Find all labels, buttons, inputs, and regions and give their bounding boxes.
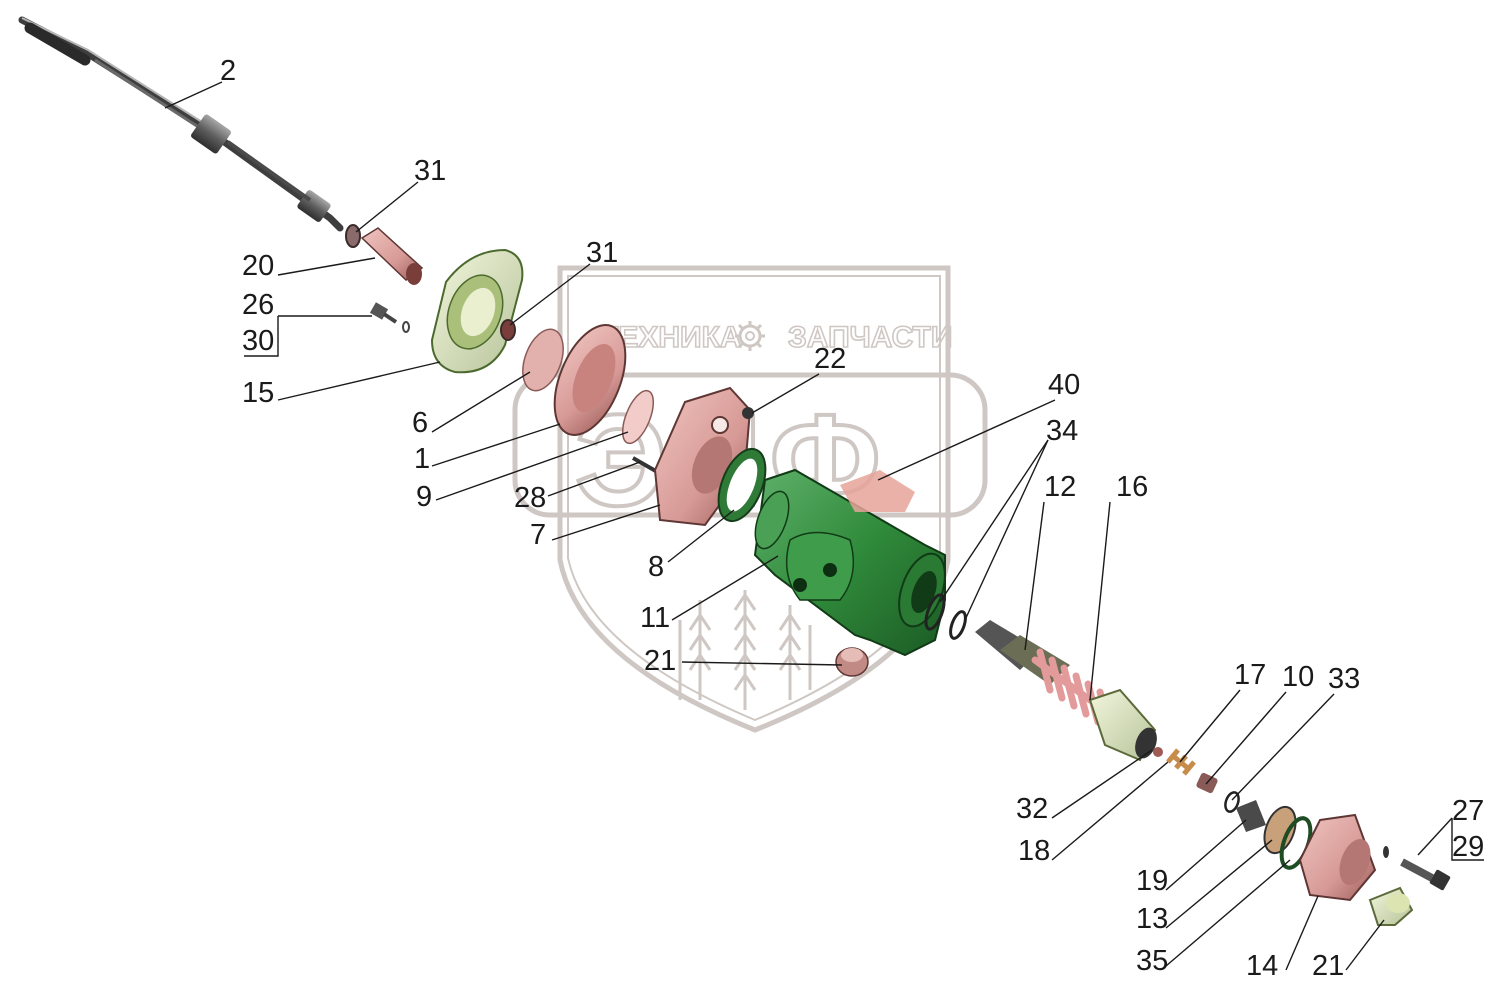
- label-29: 29: [1452, 831, 1484, 863]
- label-26: 26: [242, 289, 274, 321]
- watermark-right-word: ЗАПЧАСТИ: [788, 321, 952, 354]
- part-20-sleeve: [360, 227, 424, 285]
- part-32-ball: [1153, 747, 1163, 757]
- label-34: 34: [1046, 415, 1078, 447]
- label-10: 10: [1282, 661, 1314, 693]
- callout-labels: 2 31 20 26 30 15 31 6 22 1 9 28 7 8 40 3…: [220, 55, 1484, 982]
- label-21b: 21: [1312, 950, 1344, 982]
- part-6-disc: [522, 328, 564, 392]
- label-11: 11: [640, 602, 670, 634]
- label-2: 2: [220, 55, 236, 87]
- watermark-banner: [512, 372, 988, 518]
- part-29-washer: [1383, 846, 1389, 858]
- label-32: 32: [1016, 793, 1048, 825]
- part-21-plug: [835, 647, 869, 677]
- label-13: 13: [1136, 903, 1168, 935]
- label-27: 27: [1452, 795, 1484, 827]
- label-8: 8: [648, 551, 664, 583]
- part-16-spring: [1031, 648, 1157, 762]
- label-31: 31: [414, 155, 446, 187]
- label-40: 40: [1048, 369, 1080, 401]
- part-17-spring: [1166, 748, 1196, 776]
- label-28: 28: [514, 482, 546, 514]
- part-34-ring-2: [949, 610, 967, 640]
- part-27-bolt: [1400, 858, 1451, 891]
- label-7: 7: [530, 519, 546, 551]
- part-21-cap: [1368, 886, 1414, 926]
- label-9: 9: [416, 481, 432, 513]
- label-15: 15: [242, 377, 274, 409]
- part-19-nut: [1236, 800, 1266, 832]
- watermark-gear-icon: [735, 321, 765, 351]
- part-2-rod: [18, 16, 344, 232]
- part-9-disc: [621, 389, 655, 445]
- label-33: 33: [1328, 663, 1360, 695]
- leader-lines: [164, 81, 1484, 971]
- part-14-cover: [1298, 813, 1377, 902]
- label-6: 6: [412, 407, 428, 439]
- label-21: 21: [644, 645, 676, 677]
- part-33-ring: [1224, 791, 1240, 813]
- label-16: 16: [1116, 471, 1148, 503]
- label-22: 22: [814, 343, 846, 375]
- label-18: 18: [1018, 835, 1050, 867]
- label-17: 17: [1234, 659, 1266, 691]
- part-31-washer-top: [345, 224, 361, 248]
- label-30: 30: [242, 325, 274, 357]
- part-1-diaphragm: [553, 324, 627, 436]
- label-31b: 31: [586, 237, 618, 269]
- part-13-seat: [1263, 805, 1297, 855]
- label-20: 20: [242, 250, 274, 282]
- part-31-washer: [500, 319, 516, 341]
- label-12: 12: [1044, 471, 1076, 503]
- part-40-pad: [840, 470, 915, 512]
- watermark-wheat-icon: [678, 590, 812, 710]
- part-15-flange: [430, 248, 524, 374]
- label-14: 14: [1246, 950, 1278, 982]
- part-34-ring: [924, 593, 946, 631]
- part-11-housing: [753, 468, 946, 657]
- label-35: 35: [1136, 945, 1168, 977]
- label-1: 1: [414, 443, 430, 475]
- label-19: 19: [1136, 865, 1168, 897]
- part-8-gasket: [717, 447, 767, 523]
- part-26-screw: [369, 302, 410, 333]
